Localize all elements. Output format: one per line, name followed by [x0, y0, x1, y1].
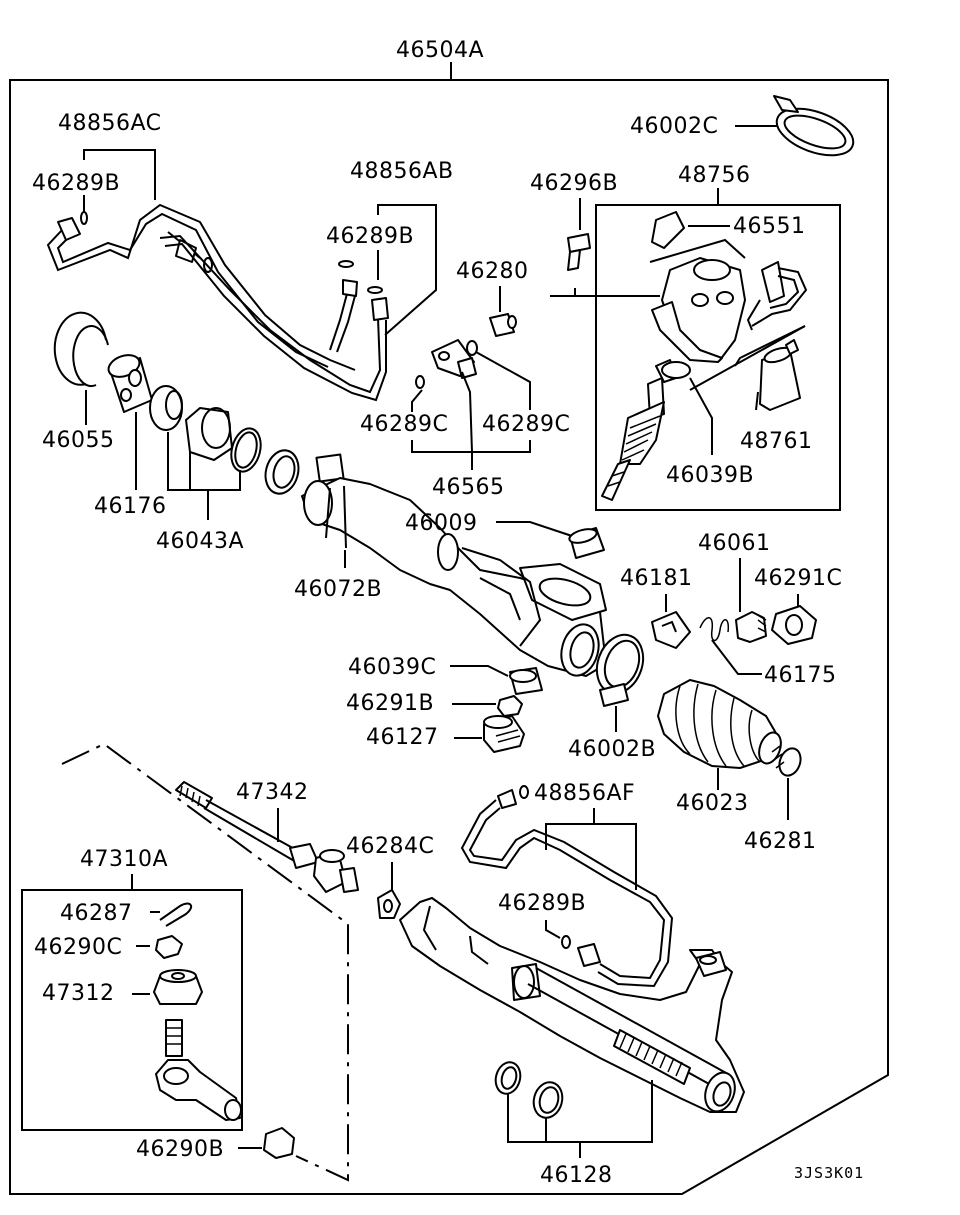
label-seal-set: 46128 — [540, 1163, 613, 1188]
tie-end-box — [21, 889, 243, 1131]
spring-part — [699, 617, 730, 642]
label-valve-551: 46551 — [733, 214, 806, 239]
tie-end-part — [155, 1019, 242, 1121]
label-guide-181: 46181 — [620, 566, 693, 591]
valve-body-part — [651, 257, 746, 363]
label-clip: 46281 — [744, 829, 817, 854]
label-dust-cover: 47312 — [42, 981, 115, 1006]
assembly-frame — [9, 79, 889, 1195]
label-bushing: 46176 — [94, 494, 167, 519]
sensor-part — [746, 261, 808, 331]
union-280-part — [489, 313, 517, 337]
label-spring: 46175 — [764, 663, 837, 688]
label-seal-039c: 46039C — [348, 655, 436, 680]
band-top-part — [773, 95, 855, 157]
label-seal-af: 46289B — [498, 891, 586, 916]
label-seal-039b: 46039B — [666, 463, 754, 488]
tie-rod-part — [175, 781, 359, 893]
label-hose-ac: 48856AC — [58, 111, 162, 136]
label-nut-291c: 46291C — [754, 566, 842, 591]
seal-039b-part — [661, 361, 691, 379]
snap-ring-part — [53, 311, 109, 388]
label-union-set: 46565 — [432, 475, 505, 500]
label-lock-284c: 46284C — [346, 834, 434, 859]
bushing-part — [107, 354, 153, 413]
label-seal-ab: 46289B — [326, 224, 414, 249]
bolt-296-part — [567, 233, 591, 271]
label-valve-asm: 48756 — [678, 163, 751, 188]
label-mount-rub: 46072B — [294, 577, 382, 602]
ring-part — [264, 449, 300, 495]
valve-asm-box — [595, 204, 841, 511]
plug-127-part — [483, 715, 525, 753]
motor-part — [755, 339, 801, 411]
seal-009-part — [568, 527, 605, 559]
label-hose-af: 48856AF — [534, 781, 635, 806]
clip-part — [771, 745, 802, 777]
label-nut-291b: 46291B — [346, 691, 434, 716]
band-002b-part — [595, 633, 645, 707]
label-snap-ring: 46055 — [42, 428, 115, 453]
label-plug-061: 46061 — [698, 531, 771, 556]
label-boot: 46023 — [676, 791, 749, 816]
label-gasket-l: 46289C — [360, 412, 448, 437]
label-housing: 46009 — [405, 511, 478, 536]
label-motor: 48761 — [740, 429, 813, 454]
label-union-280: 46280 — [456, 259, 529, 284]
label-cotter: 46287 — [60, 901, 133, 926]
seal-039c-part — [509, 667, 543, 695]
hose-af-part — [460, 799, 674, 988]
guide-181-part — [651, 611, 691, 649]
plug-061-part — [735, 611, 767, 643]
rack-housing-part — [399, 897, 745, 1113]
phantom-line-left — [61, 742, 349, 1182]
label-assembly: 46504A — [396, 38, 484, 63]
label-tie-end-asm: 47310A — [80, 847, 168, 872]
nut-290b-part — [263, 1127, 295, 1159]
union-565-part — [431, 339, 477, 379]
label-hose-ab: 48856AB — [350, 159, 454, 184]
label-bolt-296: 46296B — [530, 171, 618, 196]
pinion-shaft-part — [601, 359, 677, 501]
hose-ac-part — [46, 203, 356, 371]
label-band-top: 46002C — [630, 114, 718, 139]
label-seal-kit: 46043A — [156, 529, 244, 554]
seal-af-part — [561, 935, 571, 949]
hose-ab-part — [159, 231, 389, 402]
dust-cover-part — [153, 969, 203, 1005]
label-nut-290c: 46290C — [34, 935, 122, 960]
label-band-002b: 46002B — [568, 737, 656, 762]
label-tie-rod: 47342 — [236, 780, 309, 805]
drawing-code: 3JS3K01 — [794, 1164, 864, 1182]
seal-kit-part — [149, 385, 262, 473]
lock-284c-part — [377, 889, 401, 919]
label-gasket-r: 46289C — [482, 412, 570, 437]
cotter-part — [159, 902, 193, 927]
label-plug-127: 46127 — [366, 725, 439, 750]
nut-291b-part — [497, 695, 523, 717]
label-nut-290b: 46290B — [136, 1137, 224, 1162]
label-seal-ac: 46289B — [32, 171, 120, 196]
seal-set-part — [494, 1061, 564, 1119]
housing-part — [301, 453, 607, 677]
boot-part — [657, 679, 782, 769]
nut-291c-part — [771, 605, 817, 645]
nut-290c-part — [155, 935, 183, 959]
